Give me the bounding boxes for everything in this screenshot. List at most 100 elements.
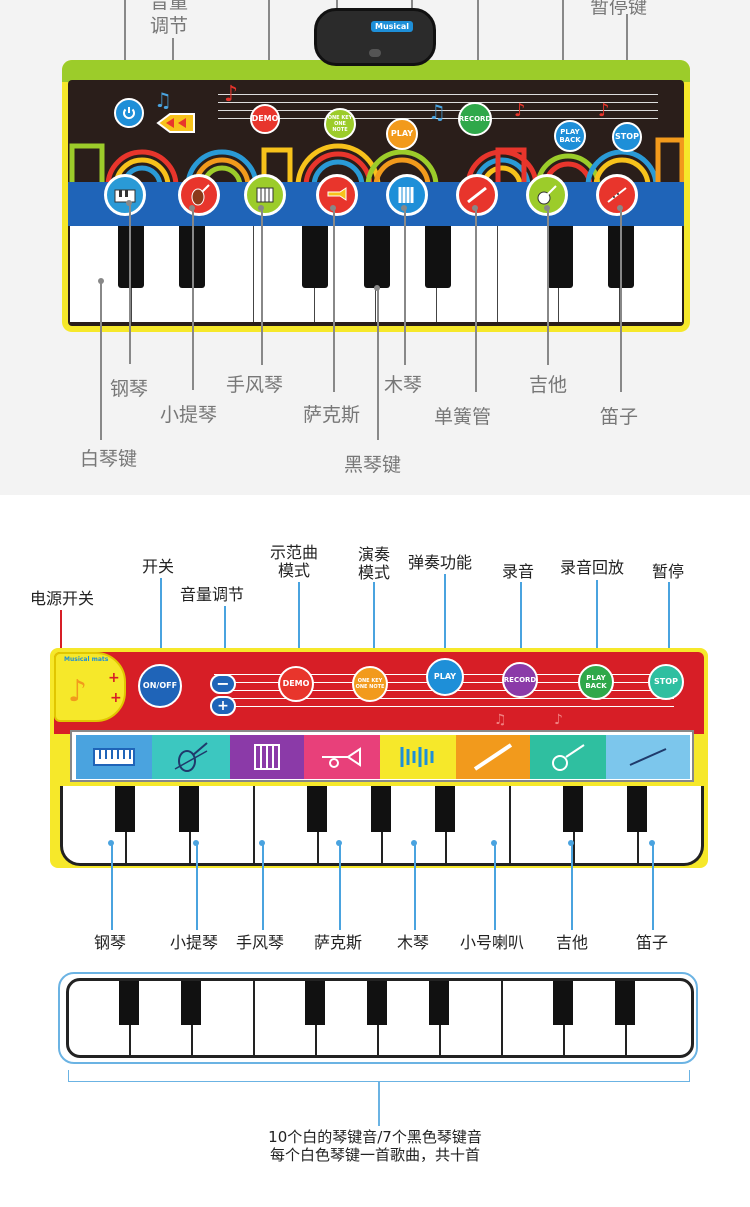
black-key[interactable] (364, 226, 390, 288)
black-key[interactable] (302, 226, 328, 288)
flute-tile[interactable] (456, 735, 530, 779)
speaker-switch[interactable] (369, 49, 381, 57)
label-accordion: 手风琴 (226, 374, 284, 396)
leader-line (477, 0, 479, 108)
play-button-bottom[interactable]: PLAY (426, 658, 464, 696)
label-power: 电源开关 (30, 589, 95, 608)
label-violin: 小提琴 (160, 404, 218, 426)
accordion-tile[interactable] (230, 735, 304, 779)
black-key[interactable] (435, 786, 455, 833)
plus-icon: + (108, 670, 120, 686)
flute-icon (629, 748, 667, 766)
demo-button-bottom[interactable]: DEMO (278, 666, 314, 702)
mat-green-border (62, 60, 690, 82)
saxophone-icon (327, 187, 347, 201)
label-guitar-bottom: 吉他 (556, 933, 589, 952)
black-key[interactable] (425, 226, 451, 288)
record-button[interactable]: RECORD (458, 102, 492, 136)
speaker-logo: Musical (371, 21, 414, 32)
trumpet-icon (322, 747, 361, 768)
label-flute: 笛子 (600, 406, 639, 428)
black-key[interactable] (181, 981, 201, 1026)
black-key[interactable] (118, 226, 144, 288)
caption-line-1: 10个白的琴键音/7个黑色琴键音 (268, 1128, 482, 1146)
volume-arrows-icon[interactable] (156, 112, 196, 134)
play-button[interactable]: PLAY (386, 118, 418, 150)
play-back-button[interactable]: PLAY BACK (554, 120, 586, 152)
white-key[interactable] (447, 786, 511, 863)
piano-button[interactable] (104, 174, 146, 216)
piano-keyboard-detail (66, 978, 694, 1058)
record-button-bottom[interactable]: RECORD (502, 662, 538, 698)
recorder-icon (473, 743, 513, 771)
xylophone-button[interactable] (386, 174, 428, 216)
white-key[interactable] (191, 786, 255, 863)
black-key[interactable] (563, 786, 583, 833)
demo-button[interactable]: DEMO (250, 104, 280, 134)
black-key[interactable] (179, 786, 199, 833)
violin-icon (191, 184, 210, 206)
white-key[interactable] (437, 226, 498, 322)
black-key[interactable] (305, 981, 325, 1026)
stop-button-bottom[interactable]: STOP (648, 664, 684, 700)
power-module[interactable]: Musical mats ♪ + + (54, 652, 126, 722)
violin-tile[interactable] (152, 735, 230, 779)
label-white-key: 白琴键 (80, 448, 138, 470)
black-key[interactable] (307, 786, 327, 833)
trumpet-tile[interactable] (304, 735, 380, 779)
one-key-button[interactable]: ONE KEY ONE NOTE (324, 108, 356, 140)
guitar-icon (537, 185, 557, 205)
music-note-icon: ♪ (554, 712, 563, 728)
label-volume-top: 音量 调节 (150, 0, 189, 37)
black-key[interactable] (615, 981, 635, 1026)
label-trumpet-bottom: 小号喇叭 (460, 933, 525, 952)
white-key[interactable] (627, 981, 691, 1055)
volume-minus-button[interactable]: − (210, 674, 236, 694)
label-record: 录音 (502, 562, 535, 581)
black-key[interactable] (627, 786, 647, 833)
guitar-tile[interactable] (530, 735, 606, 779)
stop-button[interactable]: STOP (612, 122, 642, 152)
white-key[interactable] (193, 981, 255, 1055)
leader-line (268, 0, 270, 108)
piano-tile[interactable] (76, 735, 152, 779)
label-piano-bottom: 钢琴 (94, 933, 127, 952)
label-violin-bottom: 小提琴 (170, 933, 219, 952)
violin-button[interactable] (178, 174, 220, 216)
white-key[interactable] (639, 786, 701, 863)
saxophone-button[interactable] (316, 174, 358, 216)
white-key[interactable] (193, 226, 254, 322)
play-back-button-bottom[interactable]: PLAY BACK (578, 664, 614, 700)
power-button[interactable] (114, 98, 144, 128)
music-mat-top: ♫ ♪ ♫ ♪ ♪ DEMO ONE KEY ONE NOTE PLAY REC… (62, 60, 690, 332)
black-key[interactable] (367, 981, 387, 1026)
instrument-panel (70, 730, 694, 782)
speaker-unit: Musical (314, 8, 436, 66)
black-key[interactable] (119, 981, 139, 1026)
one-key-button-bottom[interactable]: ONE KEY ONE NOTE (352, 666, 388, 702)
onoff-button[interactable]: ON/OFF (138, 664, 182, 708)
music-note-icon: ♫ (154, 88, 172, 112)
label-xylophone-bottom: 木琴 (397, 933, 430, 952)
xylophone-tile[interactable] (380, 735, 456, 779)
flute-tile-2[interactable] (606, 735, 690, 779)
black-key[interactable] (115, 786, 135, 833)
plus-icon: + (110, 690, 122, 706)
violin-icon (174, 742, 208, 772)
black-key[interactable] (371, 786, 391, 833)
accordion-button[interactable] (244, 174, 286, 216)
black-key[interactable] (553, 981, 573, 1026)
white-key[interactable] (441, 981, 503, 1055)
top-product-section: 音量 调节 暂停键 (0, 0, 750, 495)
music-note-icon: ♫ (428, 100, 446, 124)
label-guitar: 吉他 (529, 374, 568, 396)
keyboard-highlight-frame (58, 972, 698, 1064)
black-key[interactable] (547, 226, 573, 288)
guitar-icon (552, 744, 585, 771)
volume-plus-button[interactable]: + (210, 696, 236, 716)
label-demo-mode: 示范曲 模式 (270, 543, 319, 580)
piano-icon (114, 189, 136, 203)
rainbow-decoration-icon (69, 137, 684, 186)
label-flute-bottom: 笛子 (636, 933, 669, 952)
black-key[interactable] (429, 981, 449, 1026)
